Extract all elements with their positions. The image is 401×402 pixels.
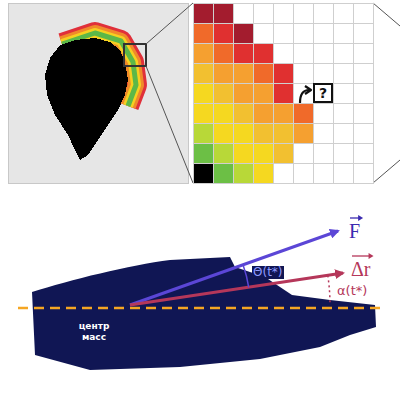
query-mark: ? — [319, 86, 327, 100]
move-arrow — [300, 86, 311, 103]
image-panel — [8, 3, 188, 183]
angle-label: α(t*) — [336, 284, 368, 298]
zoom-square — [124, 44, 146, 66]
displacement-label: Δr — [350, 258, 372, 280]
pixel-grid — [193, 3, 373, 183]
alpha-arc — [328, 275, 330, 305]
axis-line — [18, 307, 382, 310]
displacement-vector — [130, 273, 343, 305]
zoom-panel — [193, 3, 373, 183]
zoom-lines — [146, 3, 400, 183]
force-vector — [130, 231, 338, 305]
body-outline — [30, 255, 378, 373]
force-label: F — [348, 220, 361, 242]
vector-sign — [352, 255, 370, 256]
query-box: ? — [313, 83, 333, 103]
center-label: центр масс — [74, 321, 114, 343]
body-shape: центр масс — [30, 255, 378, 373]
angle-label: Θ(t*) — [252, 266, 284, 279]
vector-sign — [350, 217, 359, 218]
theta-arc — [243, 265, 249, 288]
cell-blob — [45, 38, 128, 160]
